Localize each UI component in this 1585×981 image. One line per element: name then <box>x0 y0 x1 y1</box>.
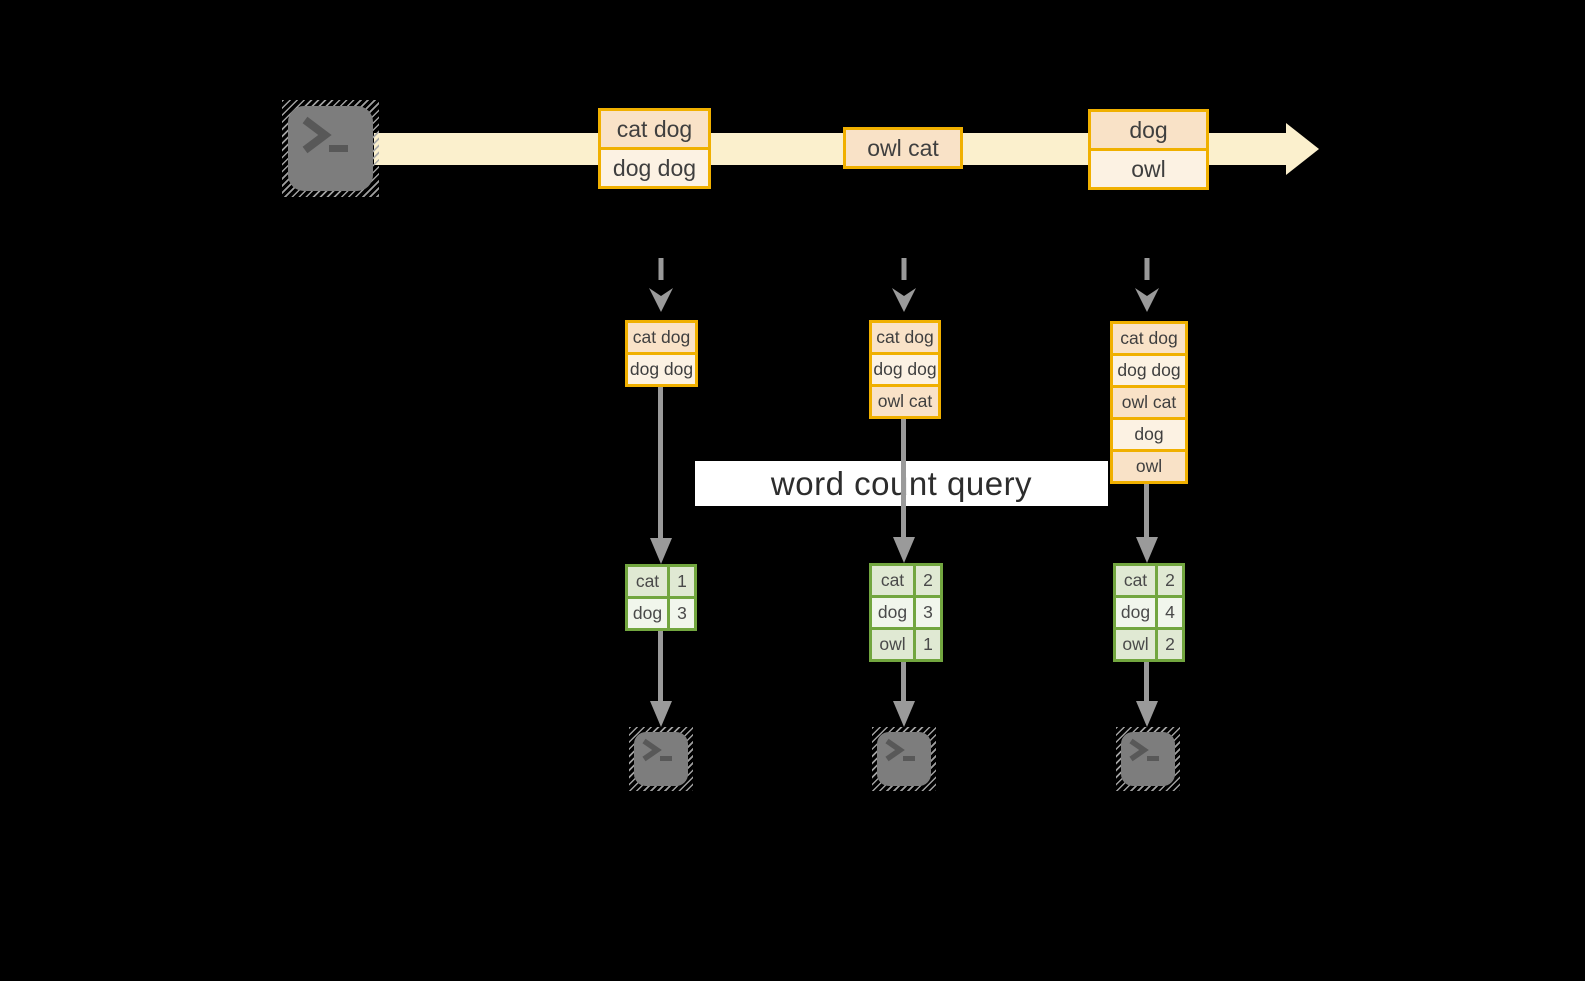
stream-arrowhead-icon <box>1286 123 1319 175</box>
table-row: cat 1 <box>628 567 694 596</box>
count-cell: 2 <box>1158 630 1182 659</box>
word-cell: dog <box>872 598 913 627</box>
word-cell: cat <box>1116 566 1155 595</box>
source-terminal-icon <box>282 100 379 197</box>
down-arrow-line <box>1144 484 1149 537</box>
record: cat dog <box>872 323 938 352</box>
record: dog dog <box>872 355 938 384</box>
word-cell: cat <box>628 567 667 596</box>
accumulated-stack-1: cat dog dog dog <box>625 320 698 387</box>
record: dog dog <box>628 355 695 384</box>
record: dog dog <box>1113 356 1185 385</box>
count-table-2: cat 2 dog 3 owl 1 <box>869 563 943 662</box>
record: cat dog <box>1113 324 1185 353</box>
table-row: owl 2 <box>1116 630 1182 659</box>
record: owl <box>1091 151 1206 187</box>
down-arrow-line <box>1144 662 1149 701</box>
record: owl <box>1113 452 1185 481</box>
down-arrow-line <box>658 387 663 538</box>
accumulated-stack-2: cat dog dog dog owl cat <box>869 320 941 419</box>
sink-terminal-icon <box>629 727 693 791</box>
down-arrow-dashed-icon <box>892 258 916 312</box>
table-row: dog 4 <box>1116 598 1182 627</box>
record: cat dog <box>628 323 695 352</box>
word-cell: dog <box>628 599 667 628</box>
accumulated-stack-3: cat dog dog dog owl cat dog owl <box>1110 321 1188 484</box>
word-cell: dog <box>1116 598 1155 627</box>
down-arrowhead-icon <box>893 701 915 727</box>
down-arrow-dashed-icon <box>649 258 673 312</box>
record: owl cat <box>1113 388 1185 417</box>
word-cell: owl <box>872 630 913 659</box>
down-arrow-line <box>901 419 906 537</box>
record: dog dog <box>601 150 708 186</box>
down-arrow-dashed-icon <box>1135 258 1159 312</box>
stream-batch-1: cat dog dog dog <box>598 108 711 189</box>
count-cell: 3 <box>670 599 694 628</box>
table-row: cat 2 <box>1116 566 1182 595</box>
word-cell: cat <box>872 566 913 595</box>
down-arrow-line <box>901 662 906 701</box>
record: owl cat <box>846 130 960 166</box>
stream-batch-2: owl cat <box>843 127 963 169</box>
down-arrowhead-icon <box>650 538 672 564</box>
down-arrowhead-icon <box>1136 701 1158 727</box>
down-arrowhead-icon <box>650 701 672 727</box>
down-arrowhead-icon <box>893 537 915 563</box>
count-cell: 2 <box>916 566 940 595</box>
prompt-glyph-icon <box>642 738 672 762</box>
record: owl cat <box>872 387 938 416</box>
table-row: cat 2 <box>872 566 940 595</box>
count-cell: 4 <box>1158 598 1182 627</box>
down-arrowhead-icon <box>1136 537 1158 563</box>
count-table-1: cat 1 dog 3 <box>625 564 697 631</box>
prompt-glyph-icon <box>1129 738 1159 762</box>
stream-batch-3: dog owl <box>1088 109 1209 190</box>
count-cell: 1 <box>916 630 940 659</box>
word-cell: owl <box>1116 630 1155 659</box>
table-row: dog 3 <box>872 598 940 627</box>
prompt-glyph-icon <box>302 116 348 154</box>
record: dog <box>1091 112 1206 148</box>
sink-terminal-icon <box>872 727 936 791</box>
count-cell: 2 <box>1158 566 1182 595</box>
record: cat dog <box>601 111 708 147</box>
sink-terminal-icon <box>1116 727 1180 791</box>
down-arrow-line <box>658 631 663 701</box>
count-cell: 1 <box>670 567 694 596</box>
record: dog <box>1113 420 1185 449</box>
count-cell: 3 <box>916 598 940 627</box>
count-table-3: cat 2 dog 4 owl 2 <box>1113 563 1185 662</box>
table-row: dog 3 <box>628 599 694 628</box>
table-row: owl 1 <box>872 630 940 659</box>
prompt-glyph-icon <box>885 738 915 762</box>
